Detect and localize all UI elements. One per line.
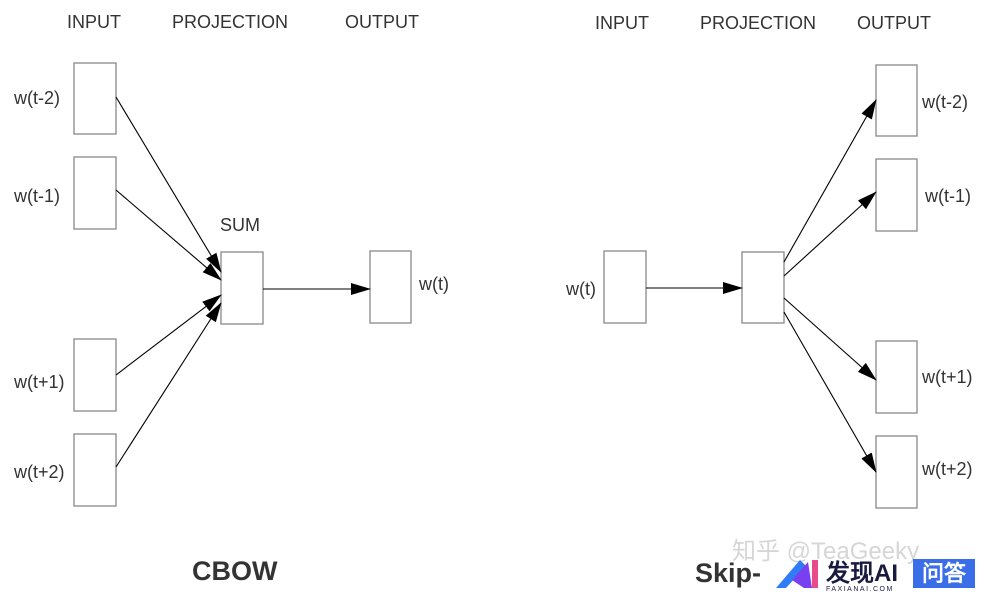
cbow-header-output: OUTPUT — [345, 12, 419, 32]
skip-header-input: INPUT — [595, 13, 649, 33]
arrow — [115, 189, 222, 281]
cbow-output-label: w(t) — [418, 274, 449, 294]
skipgram-model: INPUT PROJECTION OUTPUT w(t) w(t-2) w(t-… — [565, 13, 973, 588]
cbow-input-label: w(t+2) — [13, 462, 65, 482]
skip-output-box — [875, 64, 918, 137]
cbow-projection-box — [220, 251, 264, 325]
qa-badge — [913, 559, 975, 588]
arrow — [783, 311, 877, 473]
skip-input-box — [603, 250, 647, 324]
arrow — [783, 99, 877, 263]
watermark-text: 知乎 @TeaGeeky — [732, 538, 919, 565]
cbow-input-label: w(t+1) — [13, 372, 65, 392]
arrow — [783, 297, 877, 381]
skip-header-output: OUTPUT — [857, 13, 931, 33]
watermark: 知乎 @TeaGeeky 发现AI FAXIANAI.COM 问答 — [732, 538, 975, 593]
skip-projection-box — [741, 251, 785, 324]
cbow-input-label: w(t-2) — [13, 88, 60, 108]
skip-output-label: w(t-2) — [921, 92, 968, 112]
cbow-title: CBOW — [192, 556, 278, 586]
skip-header-projection: PROJECTION — [700, 13, 816, 33]
cbow-header-input: INPUT — [67, 12, 121, 32]
arrow — [783, 191, 877, 277]
cbow-input-box — [73, 156, 117, 230]
arrow — [115, 96, 222, 273]
skip-output-label: w(t+1) — [921, 367, 973, 387]
faxianai-logo-icon — [776, 560, 818, 588]
cbow-model: INPUT PROJECTION OUTPUT w(t-2) w(t-1) w(… — [13, 12, 449, 586]
skip-output-box — [875, 158, 918, 232]
logo-domain: FAXIANAI.COM — [826, 586, 894, 593]
skip-output-box — [875, 435, 918, 509]
cbow-header-projection: PROJECTION — [172, 12, 288, 32]
logo-name: 发现AI — [825, 559, 898, 587]
cbow-input-box — [73, 433, 117, 507]
skip-input-label: w(t) — [565, 279, 596, 299]
cbow-input-label: w(t-1) — [13, 186, 60, 206]
cbow-output-box — [369, 250, 412, 324]
cbow-input-box — [73, 338, 117, 412]
cbow-sum-label: SUM — [220, 215, 260, 235]
skip-output-label: w(t-1) — [924, 186, 971, 206]
skip-output-label: w(t+2) — [921, 459, 973, 479]
skip-output-box — [875, 340, 918, 414]
arrow — [115, 302, 222, 468]
cbow-input-box — [73, 62, 117, 135]
arrow — [115, 294, 222, 376]
skip-title: Skip- — [695, 558, 761, 588]
qa-badge-text: 问答 — [922, 561, 967, 586]
